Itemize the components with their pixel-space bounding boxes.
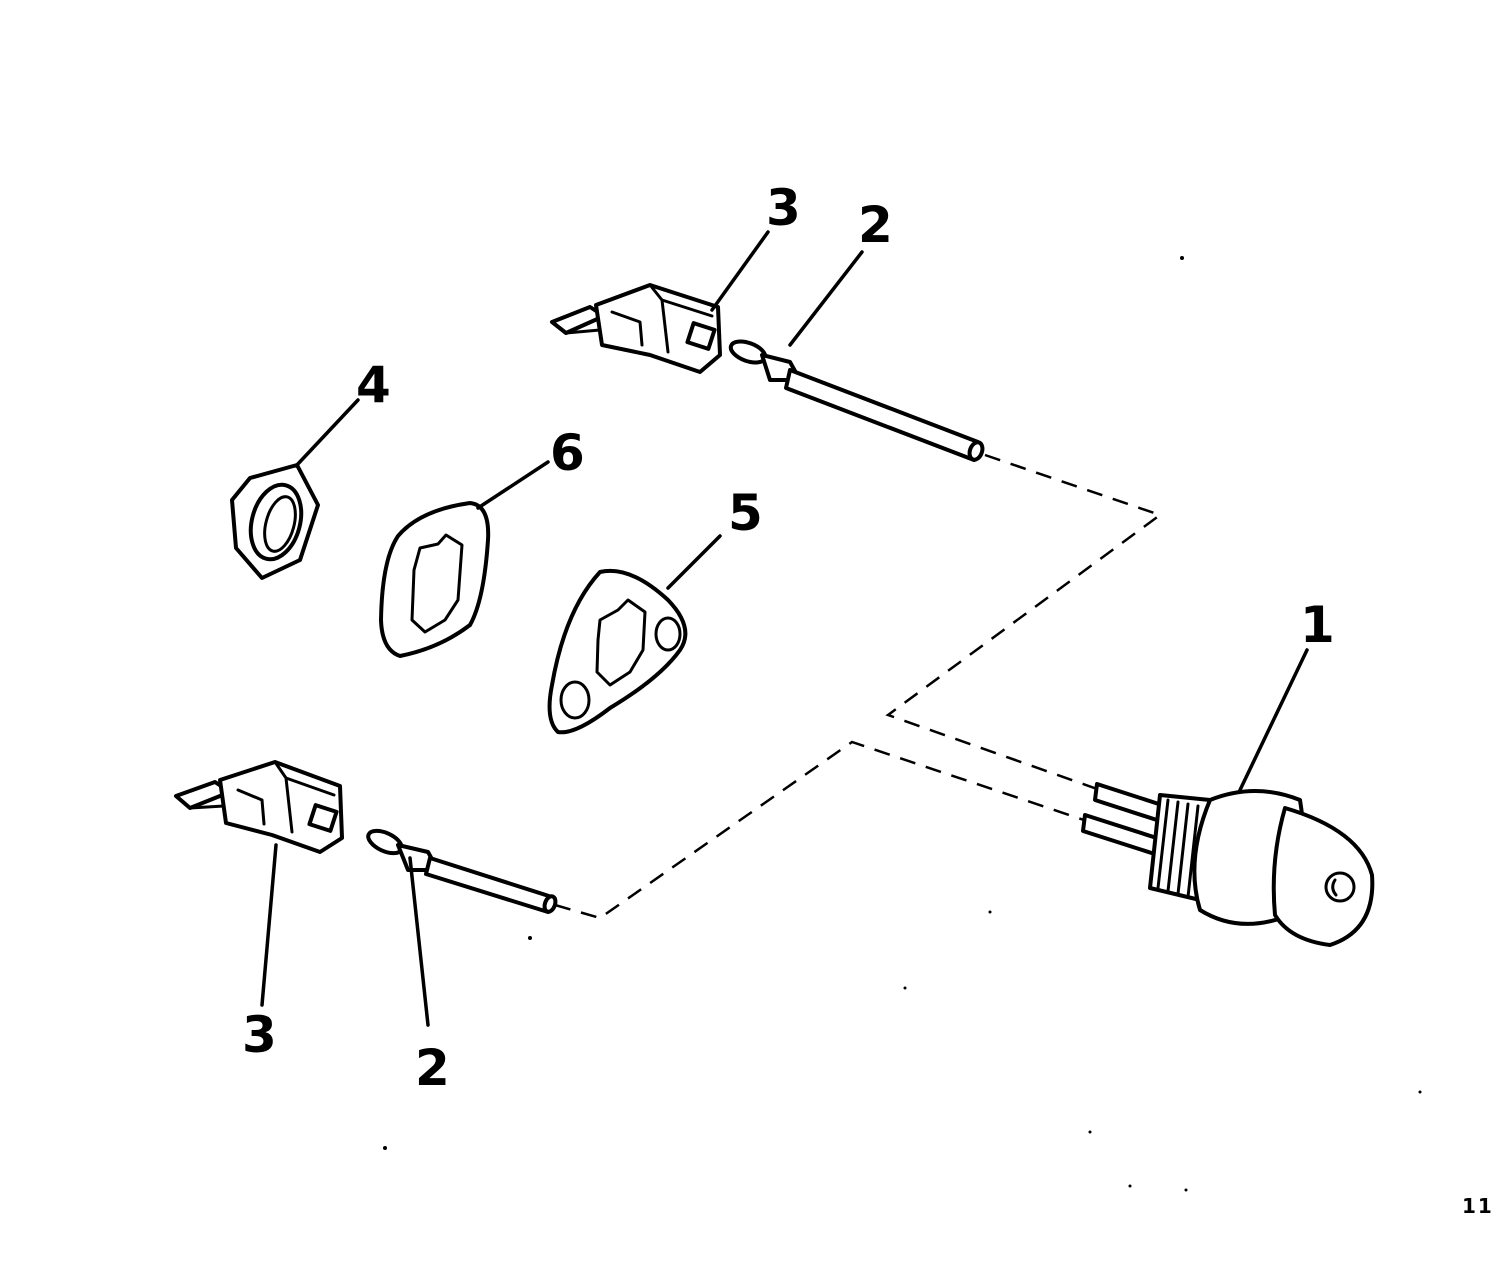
leader-2-top	[788, 250, 864, 347]
callout-5: 5	[728, 484, 763, 542]
callout-2-bottom: 2	[415, 1039, 450, 1097]
leader-2-bottom	[408, 856, 430, 1027]
leader-6	[476, 460, 550, 510]
callout-3-top: 3	[766, 179, 801, 237]
callout-2-top: 2	[858, 196, 893, 254]
page-number: 11	[1462, 1194, 1494, 1218]
callout-6: 6	[550, 424, 585, 482]
hex-nut	[230, 463, 320, 580]
dashed-wire-upper	[885, 453, 1163, 792]
gasket-6	[379, 501, 491, 658]
connector-boot-bottom	[174, 760, 344, 854]
leader-4	[294, 398, 360, 468]
terminal-bottom	[366, 828, 558, 914]
temperature-sender	[1081, 782, 1375, 947]
dashed-wire-lower	[554, 740, 1091, 920]
connector-boot-top	[550, 283, 722, 374]
leader-lines	[260, 230, 1309, 1027]
gasket-5	[547, 568, 688, 735]
callout-4: 4	[356, 356, 391, 414]
leader-3-top	[710, 230, 770, 312]
terminal-top	[728, 339, 985, 462]
leader-5	[666, 534, 722, 590]
scan-specks	[383, 256, 1422, 1192]
leader-3-bottom	[260, 843, 278, 1007]
leader-1	[1238, 648, 1309, 792]
callout-1: 1	[1300, 596, 1335, 654]
callout-numbers: 3 2 4 6 5 1 3 2	[242, 179, 1335, 1097]
dashed-wire-paths	[554, 453, 1163, 920]
callout-3-bottom: 3	[242, 1006, 277, 1064]
